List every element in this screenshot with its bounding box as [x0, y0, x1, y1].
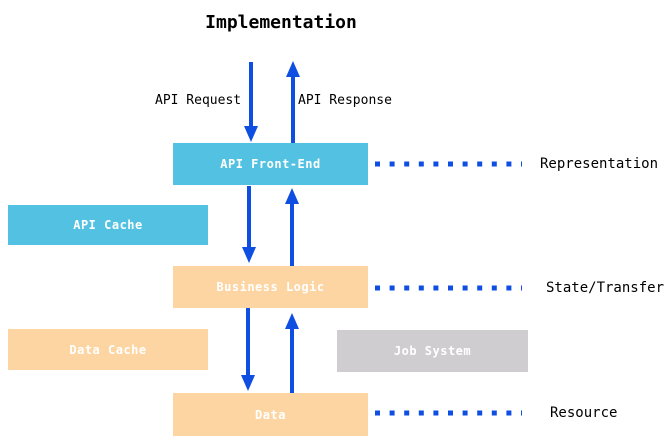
logic-to-data-arrow-down [241, 308, 255, 391]
frontend-to-logic-arrow-down [242, 186, 256, 263]
api-front-end-label: API Front-End [220, 157, 321, 171]
api-request-arrow-down [244, 62, 258, 142]
job-system-label: Job System [393, 344, 472, 358]
business-logic-box: Business Logic [173, 266, 368, 308]
job-system-box: Job System [337, 330, 528, 372]
data-box-label: Data [255, 407, 286, 422]
business-logic-label: Business Logic [216, 280, 325, 294]
data-cache-label: Data Cache [69, 342, 147, 357]
data-to-logic-arrow-up [285, 313, 299, 393]
api-cache-label: API Cache [73, 218, 143, 232]
api-request-label: API Request [155, 93, 242, 108]
representation-layer-label: Representation [540, 156, 659, 172]
api-front-end-box: API Front-End [173, 143, 368, 185]
resource-layer-label: Resource [550, 405, 618, 421]
state-transfer-layer-label: State/Transfer [546, 280, 664, 296]
api-cache-box: API Cache [8, 205, 208, 245]
data-box: Data [173, 393, 368, 436]
logic-to-frontend-arrow-up [285, 188, 299, 266]
api-response-label: API Response [298, 93, 392, 108]
diagram-title: Implementation [205, 12, 357, 33]
data-cache-box: Data Cache [8, 329, 208, 370]
